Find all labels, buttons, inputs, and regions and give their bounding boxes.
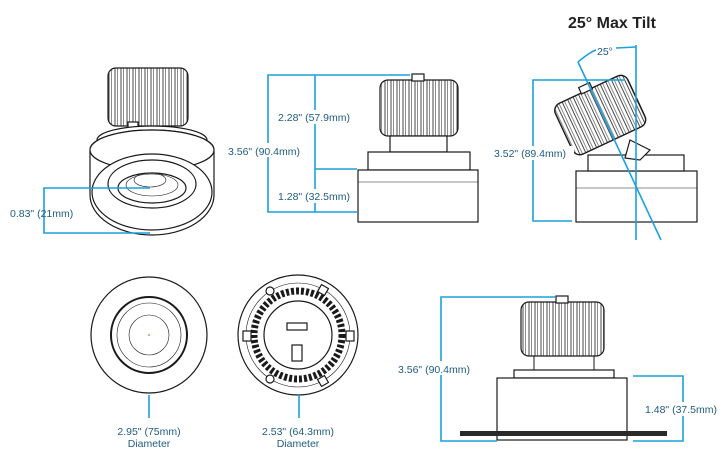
side-with-trim-view: 3.56" (90.4mm) 1.48" (37.5mm) [396,295,726,442]
housing-height-label: 1.48" (37.5mm) [645,404,717,416]
rear-diameter-label: 2.53" (64.3mm) [262,426,334,438]
front-diameter-label: 2.95" (75mm) [117,426,180,438]
lens-depth-dimension [43,187,150,234]
front-view: 2.95" (75mm) Diameter [90,276,208,450]
max-tilt-title: 25° Max Tilt [568,15,657,32]
tilted-height-label: 3.52" (89.4mm) [494,148,566,160]
front-diameter-caption: Diameter [128,438,171,450]
lens-depth-label: 0.83" (21mm) [10,208,73,220]
trim-overall-height-label: 3.56" (90.4mm) [398,364,470,376]
rear-diameter-caption: Diameter [277,438,320,450]
perspective-view: 0.83" (21mm) [10,67,215,236]
upper-height-label: 2.28" (57.9mm) [278,112,350,124]
lower-height-label: 1.28" (32.5mm) [278,191,350,203]
rear-view: 2.53" (64.3mm) Diameter [237,274,359,450]
overall-height-label: 3.56" (90.4mm) [228,146,300,158]
tilt-angle-label: 25° [597,46,613,58]
tilt-axis-line [577,61,662,241]
tilted-view: 25° Max Tilt 25° 3.52" (89.4mm) [492,15,698,241]
side-view: 3.56" (90.4mm) 2.28" (57.9mm) 1.28" (32.… [226,73,479,223]
